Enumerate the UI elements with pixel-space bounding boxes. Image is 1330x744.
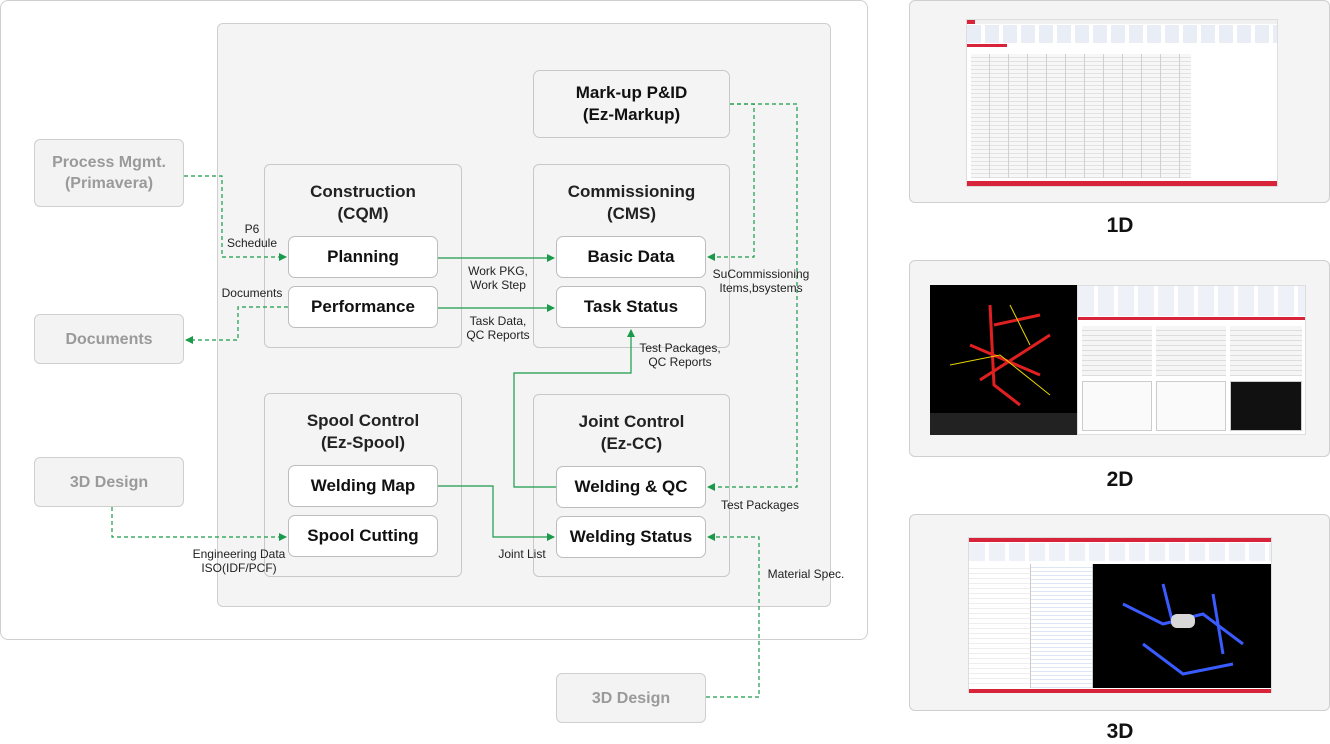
label-engineering-data: Engineering Data ISO(IDF/PCF) [192,547,286,575]
test-packages-arrow [707,103,798,491]
engineering-data-arrow [111,507,287,541]
p6-schedule-arrow [184,175,287,261]
label-1d: 1D [1106,214,1134,237]
cad-drawing-thumbnail [930,285,1077,435]
label-2d: 2D [1106,468,1134,491]
3d-design-bottom-box: 3D Design [556,673,706,723]
label-test-packages: Test Packages [720,498,800,512]
welding-qc-box: Welding & QC [556,466,706,508]
joint-control-title: Joint Control (Ez-CC) [578,412,685,453]
performance-box: Performance [288,286,438,328]
flow-connectors [111,103,798,698]
documents-box: Documents [34,314,184,364]
screenshot-card-2d [909,260,1330,457]
spool-control-title: Spool Control (Ez-Spool) [306,411,420,452]
3d-design-left-box: 3D Design [34,457,184,507]
test-packages-qc-arrow [513,329,635,488]
markup-pid-box: Mark-up P&ID (Ez-Markup) [533,70,730,138]
basic-data-box: Basic Data [556,236,706,278]
label-test-packages-qc: Test Packages, QC Reports [639,341,721,369]
screenshot-card-3d [909,514,1330,711]
spreadsheet-thumbnail [966,19,1278,187]
commissioning-title: Commissioning (CMS) [567,182,696,223]
app-ui-thumbnail [1077,285,1306,435]
label-joint-list: Joint List [498,547,546,561]
label-p6-schedule: P6 Schedule [226,222,278,250]
spool-cutting-box: Spool Cutting [288,515,438,557]
label-work-pkg: Work PKG, Work Step [468,264,528,292]
welding-status-box: Welding Status [556,516,706,558]
3d-model-thumbnail [968,537,1272,693]
planning-box: Planning [288,236,438,278]
label-task-data: Task Data, QC Reports [466,314,530,342]
construction-title: Construction (CQM) [310,182,416,223]
material-spec-arrow [706,533,760,698]
subsystems-arrow [707,103,755,261]
label-subsystems: SuCommissioning Items,bsystems [712,267,810,295]
joint-list-arrow [438,485,555,541]
label-3d: 3D [1106,720,1134,743]
label-material-spec: Material Spec. [767,567,845,581]
label-documents: Documents [221,286,283,300]
process-mgmt-box: Process Mgmt. (Primavera) [34,139,184,207]
screenshot-card-1d [909,0,1330,203]
welding-map-box: Welding Map [288,465,438,507]
task-status-box: Task Status [556,286,706,328]
documents-arrow [185,306,288,344]
